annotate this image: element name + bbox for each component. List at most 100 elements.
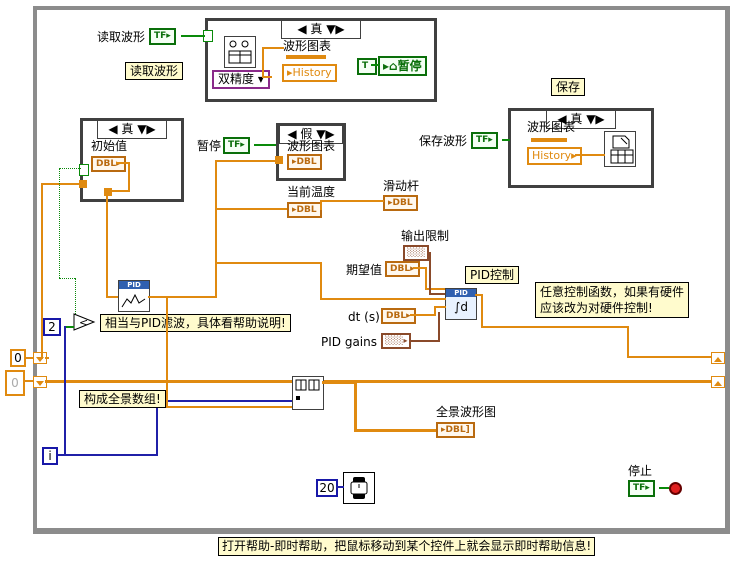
setpoint-terminal[interactable]: DBL▸ — [385, 261, 420, 277]
wire-orange — [262, 47, 264, 77]
tunnel — [275, 156, 283, 164]
wire-orange — [410, 314, 436, 316]
less-than-node[interactable]: < — [72, 312, 96, 335]
case-selector[interactable]: ◀ 真 ▼▶ — [281, 20, 361, 39]
pid-filter-comment: 相当与PID滤波，具体看帮助说明! — [100, 314, 291, 332]
build-array-node[interactable] — [292, 376, 324, 410]
case-selector-terminal — [79, 164, 89, 176]
wire-orange — [262, 47, 284, 49]
case-selector[interactable]: ◀ 真 ▼▶ — [546, 110, 616, 129]
pause-terminal[interactable]: TF▸ — [223, 137, 250, 154]
case-selector[interactable]: ◀ 假 ▼▶ — [279, 125, 343, 144]
while-loop[interactable] — [33, 6, 730, 534]
wire-orange — [627, 326, 629, 358]
write-spreadsheet-node[interactable] — [604, 131, 636, 167]
wire-orange — [320, 262, 322, 300]
wait-ms-node[interactable] — [343, 472, 375, 504]
panorama-terminal[interactable]: ▸DBL] — [436, 422, 475, 438]
build-array-comment: 构成全景数组! — [79, 390, 166, 408]
arrow-up-icon — [714, 357, 722, 362]
cluster-text: ░░░ — [407, 248, 426, 257]
double-precision-dropdown[interactable]: 双精度 ▾ — [212, 70, 270, 89]
stop-terminal[interactable]: TF▸ — [628, 480, 655, 497]
history-text: History — [292, 66, 332, 79]
pause-const-T[interactable]: T — [357, 58, 377, 75]
iteration-terminal: i — [42, 447, 58, 465]
const-two[interactable]: 2 — [43, 318, 61, 336]
wire-orange — [320, 298, 446, 300]
output-limit-label: 输出限制 — [401, 229, 450, 243]
pid-node[interactable]: PID ∫d — [445, 288, 477, 320]
wire-orange — [575, 154, 605, 156]
pause-local-variable[interactable]: ▸⌂暂停 — [378, 56, 427, 76]
pause-label: 暂停 — [197, 139, 222, 153]
read-wave-comment: 读取波形 — [125, 62, 184, 80]
wire-green-dotted — [59, 168, 60, 278]
case-value: 真 — [121, 122, 134, 136]
save-wave-label: 保存波形 — [419, 134, 468, 148]
shift-register-right-1[interactable] — [711, 352, 725, 364]
output-limit-terminal[interactable]: ░░░ — [403, 245, 430, 261]
dbl-text: DBL — [445, 425, 466, 435]
wire-orange — [425, 288, 445, 290]
save-wave-terminal[interactable]: TF▸ — [471, 132, 498, 149]
wire-blue — [156, 400, 294, 402]
init-value-terminal[interactable]: DBL▸ — [91, 156, 126, 172]
case-selector[interactable]: ◀ 真 ▼▶ — [97, 120, 167, 139]
case-structure-pause[interactable]: ◀ 假 ▼▶ — [276, 123, 346, 181]
wire-orange — [434, 306, 446, 308]
read-wave-terminal[interactable]: TF▸ — [149, 28, 176, 45]
wire-orange — [481, 294, 483, 328]
const-zero[interactable]: 0 — [10, 349, 26, 367]
wire-orange — [106, 296, 118, 298]
current-temp-label: 当前温度 — [287, 185, 336, 199]
waveform-chart-label-2: 波形图表 — [287, 139, 336, 153]
pid-gains-terminal[interactable]: ░░░▸ — [381, 333, 412, 349]
wire-brown — [410, 340, 440, 342]
shift-register-right-2[interactable] — [711, 376, 725, 388]
current-temp-terminal[interactable]: ▸DBL — [287, 202, 322, 218]
dbl-text: DBL — [96, 159, 117, 169]
wire-array — [354, 381, 357, 431]
wire-blue — [64, 326, 66, 454]
wire-green — [659, 487, 669, 489]
init-value-label: 初始值 — [91, 139, 128, 153]
wire-blue — [58, 454, 158, 456]
wire-orange — [106, 190, 108, 298]
wire-orange — [215, 262, 322, 264]
chart-dbl-terminal[interactable]: ▸DBL — [287, 154, 322, 170]
const-text: 0 — [14, 351, 22, 365]
arrow-up-icon — [714, 381, 722, 386]
help-notice: 打开帮助-即时帮助，把鼠标移动到某个控件上就会显示即时帮助信息! — [218, 537, 596, 556]
stop-condition-icon — [669, 482, 682, 495]
wire-blue — [336, 486, 344, 488]
const-20[interactable]: 20 — [316, 479, 338, 497]
pid-header: PID — [446, 289, 476, 297]
wire-orange — [128, 162, 130, 192]
wire-orange — [320, 200, 384, 202]
case-value: 假 — [300, 127, 313, 141]
wire-orange — [413, 267, 427, 269]
chart-icon — [228, 40, 252, 64]
waveform-chart-node[interactable] — [224, 36, 256, 68]
slider-terminal[interactable]: ▸DBL — [383, 195, 418, 211]
wire-orange — [215, 160, 277, 162]
wire-orange — [41, 183, 43, 359]
wire-green-dotted — [59, 278, 75, 279]
tf-text: TF — [476, 135, 489, 145]
wire-orange — [116, 162, 130, 164]
const-zero-gray[interactable]: 0 — [5, 370, 25, 396]
pid-gains-label: PID gains — [321, 335, 377, 349]
pid-control-comment: PID控制 — [465, 266, 520, 284]
dt-terminal[interactable]: DBL▸ — [381, 308, 416, 324]
tf-text: TF — [154, 31, 167, 41]
arrow-down-icon — [36, 357, 44, 362]
pid-header: PID — [119, 281, 149, 289]
pid-filter-node[interactable]: PID — [118, 280, 150, 312]
wire-orange — [627, 356, 711, 358]
wire-orange — [41, 183, 81, 185]
setpoint-label: 期望值 — [346, 263, 383, 277]
watch-icon — [350, 477, 368, 499]
waveform-chart-label-3: 波形图表 — [527, 120, 576, 134]
wire-orange — [434, 306, 436, 316]
